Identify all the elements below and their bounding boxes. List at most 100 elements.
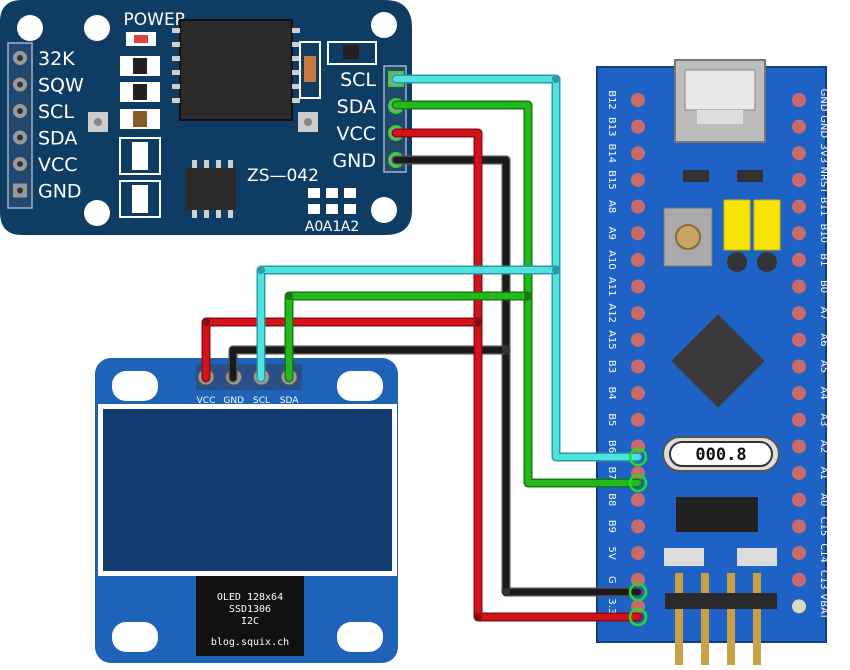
stm32-right-pin [792, 226, 806, 241]
rtc-address-label: A2 [341, 219, 359, 235]
usb-tongue [697, 110, 743, 124]
oled-mount-slot [337, 371, 383, 401]
rtc-left-pin-label: SQW [38, 75, 84, 97]
diode-outline [299, 41, 321, 99]
solder-pad-hole [304, 118, 312, 126]
stm32-left-pin-label: B6 [606, 440, 617, 453]
smd-outline [327, 41, 377, 65]
stm32-right-pin [792, 439, 806, 454]
stm32-left-pin-label: B7 [606, 466, 617, 479]
rtc-main-chip-pins [172, 28, 300, 103]
rtc-left-pin-label: SCL [38, 101, 74, 123]
rtc-mount-hole [84, 15, 110, 41]
oled-chip-line1: OLED 128x64 [217, 592, 283, 603]
voltage-regulator [676, 497, 758, 532]
gnd-wire [393, 157, 641, 595]
jumper-pin [757, 252, 777, 272]
crystal-face [669, 441, 773, 467]
jumper-pin [727, 252, 747, 272]
rtc-right-pin-label: SCL [340, 69, 376, 91]
swd-pin-header [665, 573, 777, 665]
rtc-left-pin-label: VCC [38, 154, 78, 176]
stm32-left-pin [631, 93, 645, 107]
rtc-left-pin-label: 32K [38, 48, 75, 70]
stm32-left-pin-label: 3.3 [606, 598, 617, 614]
rtc-header-pin-hole [17, 81, 23, 88]
usb-port [684, 69, 756, 111]
stm32-right-pin-label: A1 [818, 466, 829, 479]
rtc-right-pin-label: SDA [337, 96, 376, 118]
stm32-right-pin [792, 199, 806, 214]
stm32-right-pin [792, 519, 806, 534]
stm32-right-pin-label: A2 [818, 440, 829, 453]
diode [304, 56, 316, 82]
rtc-left-pin-label: SDA [38, 128, 77, 150]
stm32-mcu [671, 314, 765, 408]
stm32-left-pin-label: B9 [606, 520, 617, 533]
boot-jumper-1[interactable] [753, 199, 781, 251]
rtc-right-header [383, 65, 407, 173]
stm32-left-pin [631, 492, 645, 507]
stm32-left-pin [631, 172, 645, 187]
stm32-right-pin [792, 492, 806, 507]
connected-pin-highlights [628, 447, 648, 627]
rtc-main-chip [179, 19, 293, 121]
stm32-right-pin-label: C14 [818, 543, 829, 563]
rtc-header-pin-hole [17, 161, 23, 167]
oled-chip-line2: SSD1306 [229, 604, 271, 615]
stm32-left-pin [631, 386, 645, 401]
stm32-left-pin [631, 572, 645, 587]
rtc-mount-hole [84, 200, 110, 226]
rtc-address-label: A0 [305, 219, 323, 235]
oled-gnd-wire [230, 347, 509, 381]
stm32-left-pin [631, 279, 645, 294]
stm32-right-pin [792, 546, 806, 561]
oled-chip-line3: I2C [241, 616, 259, 627]
stm32-left-pin [631, 226, 645, 241]
stm32-right-pin [792, 93, 806, 107]
address-pads [308, 188, 356, 214]
stm32-right-pin-label: B0 [818, 280, 829, 293]
stm32-left-pin-label: A9 [606, 227, 617, 240]
rtc-header-pin-hole [17, 55, 23, 61]
oled-mount-slot [112, 622, 158, 652]
stm32-left-pin-label: B12 [606, 90, 617, 110]
stm32-right-pin [792, 306, 806, 321]
stm32-right-pin [792, 332, 806, 347]
stm32-right-pin [792, 359, 806, 374]
oled-pin-label: VCC [197, 396, 216, 406]
stm32-right-pin-label: B10 [818, 223, 829, 243]
stm32-right-pin-label: NRST [818, 167, 829, 195]
rtc-left-header [7, 42, 33, 209]
rtc-right-pin-label: GND [332, 150, 376, 172]
resistor-array [119, 180, 161, 218]
stm32-right-pin-label: GND [818, 89, 829, 112]
stm32-left-pin [631, 252, 645, 267]
stm32-left-pin-label: B5 [606, 413, 617, 426]
stm32-right-pin [792, 252, 806, 267]
vcc-wire [393, 130, 641, 620]
smd-body [133, 84, 147, 100]
oled-mount-slot [112, 371, 158, 401]
oled-mount-slot [337, 622, 383, 652]
stm32-left-pin-label: A11 [606, 277, 617, 297]
stm32-left-pin [631, 146, 645, 161]
stm32-right-pin [792, 172, 806, 187]
stm32-right-pin-label: GND [818, 115, 829, 138]
stm32-left-pin-label: A8 [606, 200, 617, 213]
stm32-left-pin [631, 412, 645, 427]
smd-transistor [343, 45, 359, 59]
oled-pin-label: SDA [280, 396, 299, 406]
stm32-right-pin-label: A4 [818, 387, 829, 400]
stm32-right-pin [792, 599, 806, 614]
stm32-right-pin-label: B1 [818, 253, 829, 266]
smd-component [737, 170, 763, 182]
stm32-right-pin-label: A6 [818, 333, 829, 346]
boot-jumper-0[interactable] [723, 199, 751, 251]
rtc-header-pin-hole [17, 108, 23, 114]
stm32-left-pin-label: A10 [606, 250, 617, 270]
reset-button-cap[interactable] [675, 224, 701, 250]
